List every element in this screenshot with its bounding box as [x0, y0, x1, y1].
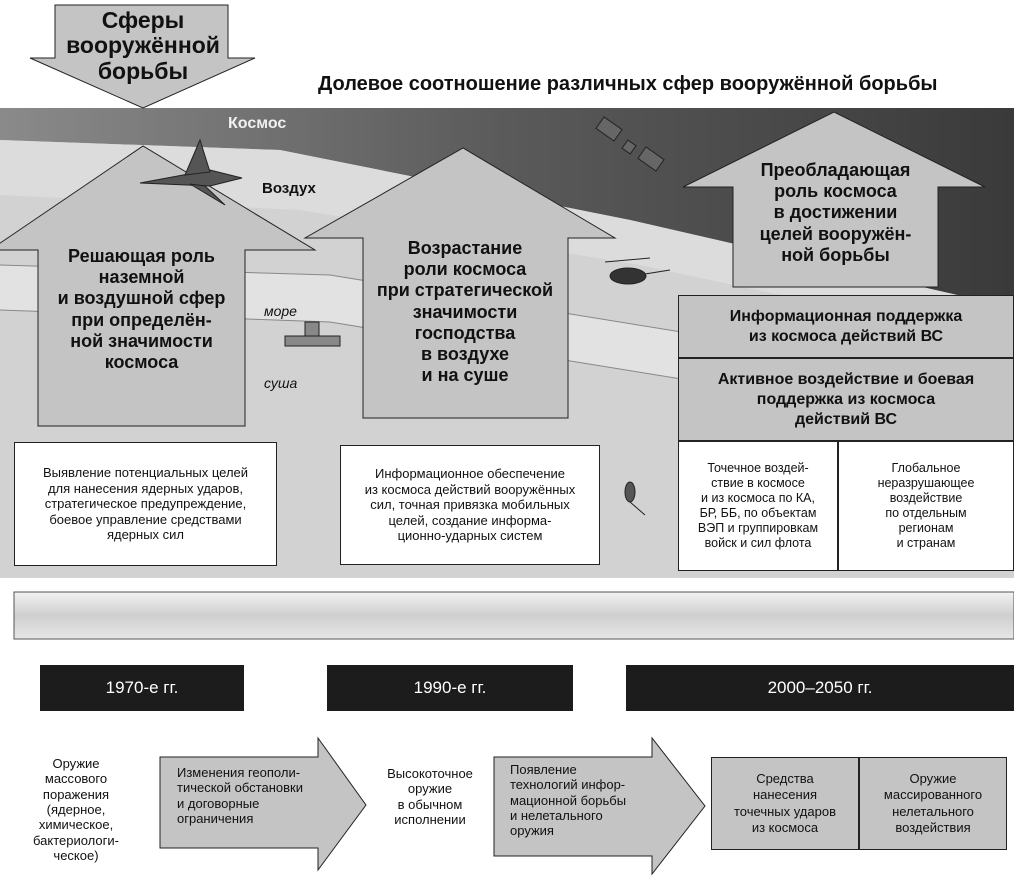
desc-box-1990s: Информационное обеспечение из космоса де…	[340, 445, 600, 565]
land-label: суша	[264, 375, 298, 391]
period-1990s: 1990-е гг.	[327, 665, 573, 711]
arrow-shape-3	[682, 111, 986, 288]
precision-weapons-text: Высокоточное оружие в обычном исполнении	[387, 766, 473, 827]
header-arrow-label: Сферы вооружённой борьбы	[66, 7, 220, 84]
timeline-bar	[13, 591, 1014, 640]
arrow-shape-2	[303, 147, 617, 419]
space-label: Космос	[228, 115, 287, 132]
info-support-box: Информационная поддержка из космоса дейс…	[678, 295, 1014, 358]
sea-label: море	[264, 303, 297, 319]
bottom-arrow-1-text: Изменения геополи- тической обстановки и…	[177, 765, 303, 826]
period-2000-2050: 2000–2050 гг.	[626, 665, 1014, 711]
desc-box-1970s: Выявление потенциальных целей для нанесе…	[14, 442, 277, 566]
arrow-2-text: Возрастание роли космоса при стратегичес…	[376, 238, 554, 386]
wmd-text: Оружие массового поражения (ядерное, хим…	[33, 756, 119, 863]
arrow-3-text: Преобладающая роль космоса в достижении …	[759, 160, 912, 265]
arrow-1-text: Решающая роль наземной и воздушной сфер …	[57, 246, 226, 373]
bottom-arrow-shape-2	[493, 736, 706, 876]
page-title: Долевое соотношение различных сфер воору…	[318, 73, 938, 95]
arrow-shape-1	[0, 145, 317, 427]
air-label: Воздух	[262, 180, 316, 197]
helicopter-icon	[604, 257, 671, 285]
bottom-arrow-shape-1	[159, 736, 367, 872]
desc-box-global: Глобальное неразрушающее воздействие по …	[838, 441, 1014, 571]
ship-icon	[284, 321, 341, 347]
jet-icon	[139, 138, 243, 206]
period-1970s: 1970-е гг.	[40, 665, 244, 711]
desc-box-point-strike: Точечное воздей- ствие в космосе и из ко…	[678, 441, 838, 571]
active-support-box: Активное воздействие и боевая поддержка …	[678, 358, 1014, 441]
bottom-arrow-2-text: Появление технологий инфор- мационной бо…	[510, 762, 627, 839]
satellite-icon	[595, 116, 665, 172]
header-arrow	[29, 4, 256, 109]
nonlethal-weapons-box: Оружие массированного нелетального возде…	[859, 757, 1007, 850]
space-strike-box: Средства нанесения точечных ударов из ко…	[711, 757, 859, 850]
diver-icon	[624, 481, 646, 516]
